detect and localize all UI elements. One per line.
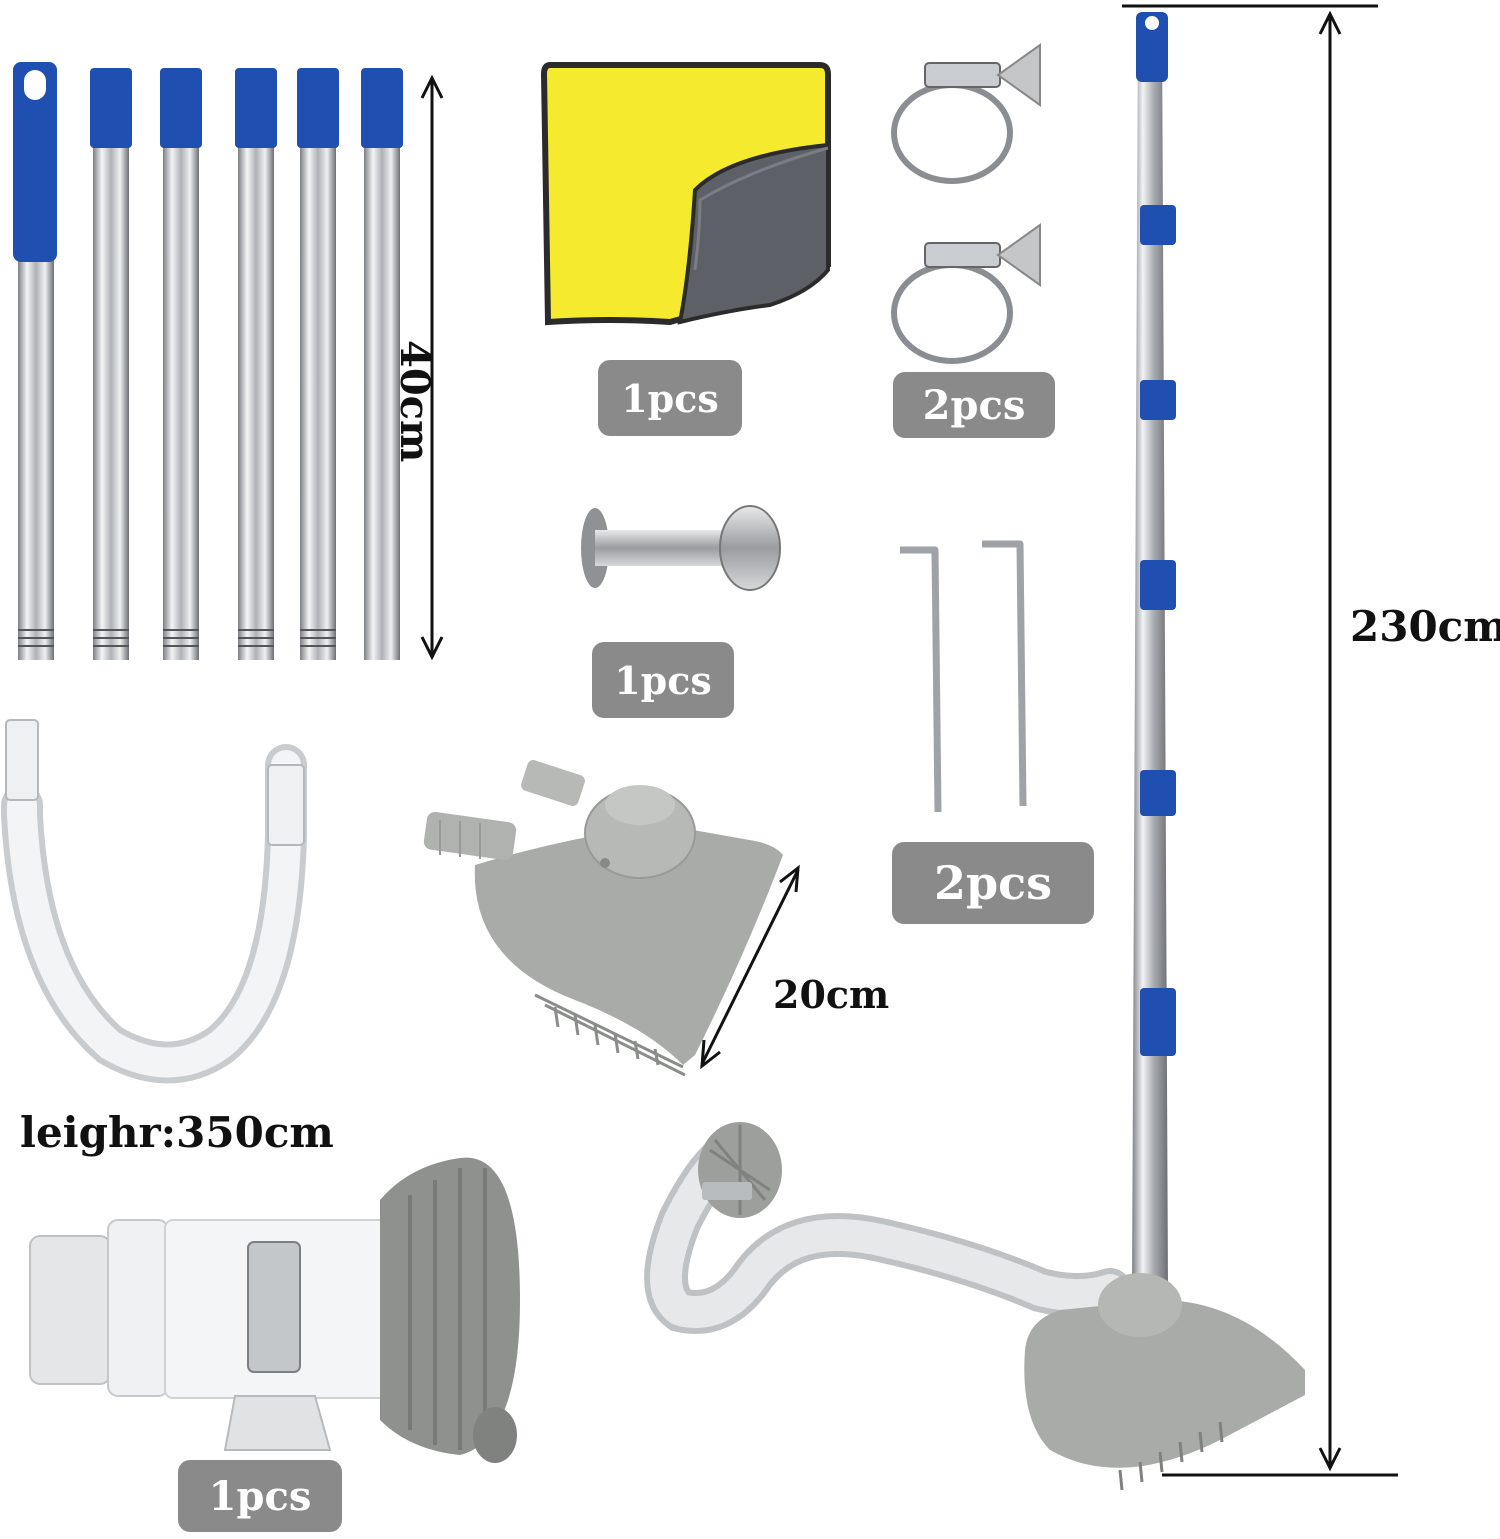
pole-segments-icon: [13, 62, 444, 661]
hex-wrench-icon: [900, 540, 1027, 813]
hose-clamp-icon: [891, 43, 1041, 184]
white-hose-icon: [1, 719, 307, 1084]
pole-segment-handle: [13, 62, 57, 660]
brush-width-label: 20cm: [773, 972, 890, 1017]
pole-segment: [160, 68, 202, 660]
pole-segments-group: [0, 0, 460, 680]
poles-length-label: 40cm: [391, 340, 438, 463]
wrench-quantity-badge: 2pcs: [892, 842, 1094, 924]
microfiber-towel-icon: [540, 62, 831, 326]
assembled-vacuum-icon: [644, 4, 1398, 1491]
pole-segment: [90, 68, 132, 660]
pole-segment: [235, 68, 277, 660]
length-arrow-40: [420, 74, 444, 661]
adapter-quantity-badge: 1pcs: [178, 1460, 342, 1532]
pole-segment: [297, 68, 339, 660]
vacuum-brush-head-icon: [423, 760, 783, 1077]
towel-quantity-badge: 1pcs: [598, 360, 742, 436]
total-length-label: 230cm: [1350, 602, 1500, 651]
hose-clamp-icon: [891, 223, 1041, 364]
bolt-quantity-badge: 1pcs: [592, 642, 734, 718]
hose-length-label: leighr:350cm: [20, 1108, 334, 1157]
pole-segment: [361, 68, 403, 660]
clamps-quantity-badge: 2pcs: [893, 372, 1055, 438]
connector-bolt-icon: [581, 505, 781, 591]
width-arrow-20: [700, 864, 800, 1070]
hose-adapter-icon: [29, 1157, 520, 1463]
